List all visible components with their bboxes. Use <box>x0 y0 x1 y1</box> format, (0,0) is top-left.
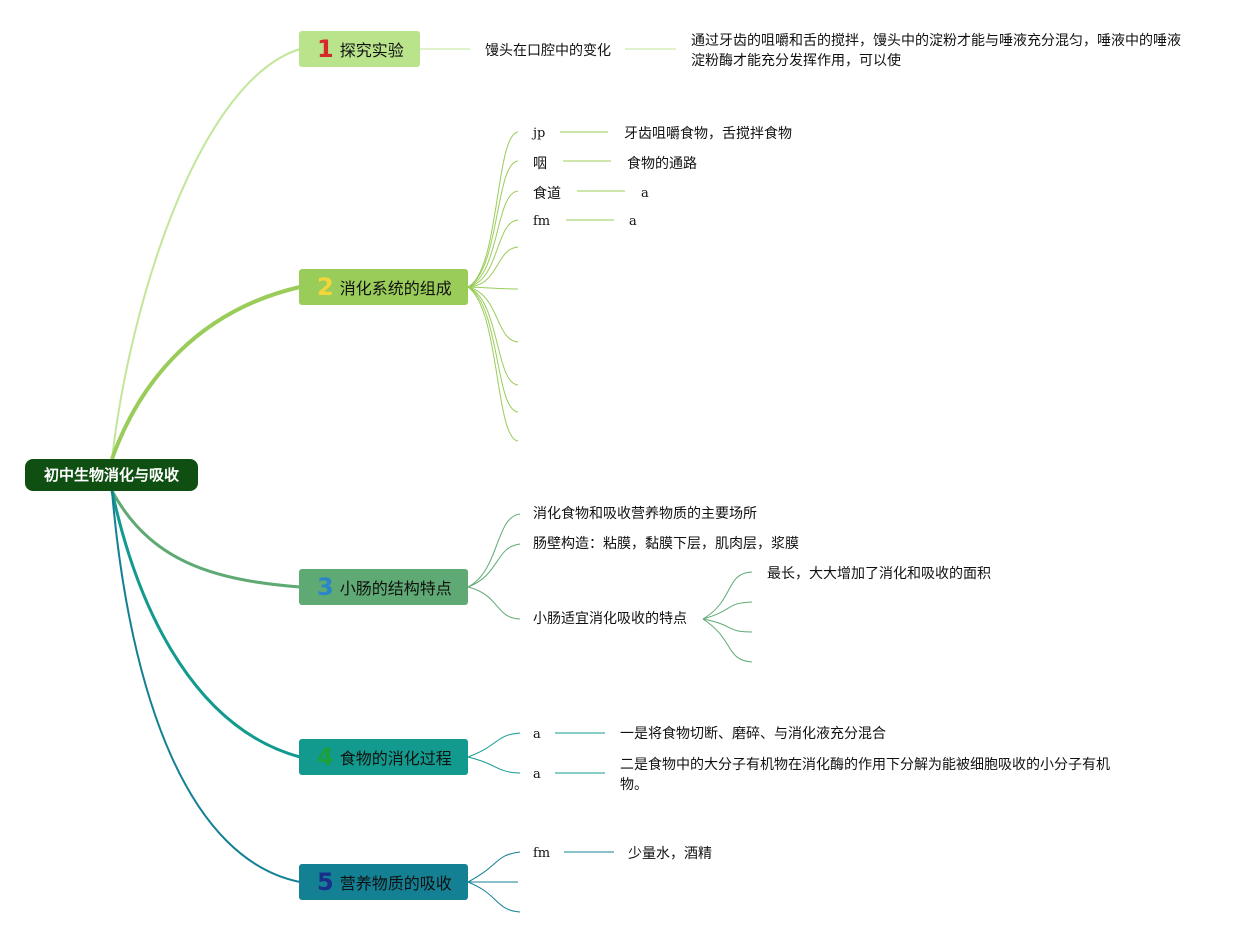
b3-item-3[interactable]: 小肠适宜消化吸收的特点 <box>533 611 687 627</box>
number-1-icon: 1 <box>317 35 334 63</box>
branch-3-node[interactable]: 3 小肠的结构特点 <box>299 569 468 605</box>
b5-item-1-value[interactable]: 少量水，酒精 <box>628 846 712 862</box>
root-topic[interactable]: 初中生物消化与吸收 <box>25 459 198 491</box>
branch-2-node[interactable]: 2 消化系统的组成 <box>299 269 468 305</box>
branch-1-node[interactable]: 1 探究实验 <box>299 31 420 67</box>
branch-4-node[interactable]: 4 食物的消化过程 <box>299 739 468 775</box>
b2-item-1-key[interactable]: jp <box>533 126 546 141</box>
b2-item-1-value[interactable]: 牙齿咀嚼食物，舌搅拌食物 <box>624 126 792 142</box>
b4-item-1-value[interactable]: 一是将食物切断、磨碎、与消化液充分混合 <box>620 726 886 742</box>
b3-sub-1[interactable]: 最长，大大增加了消化和吸收的面积 <box>767 566 991 582</box>
branch-4-label: 食物的消化过程 <box>339 749 452 768</box>
branch-5-label: 营养物质的吸收 <box>339 874 452 893</box>
b3-item-2[interactable]: 肠壁构造：粘膜，黏膜下层，肌肉层，浆膜 <box>533 536 799 552</box>
b1-topic[interactable]: 馒头在口腔中的变化 <box>485 43 611 59</box>
b2-item-3-key[interactable]: 食道 <box>533 186 561 202</box>
number-2-icon: 2 <box>317 273 334 301</box>
branch-3-label: 小肠的结构特点 <box>339 579 452 598</box>
b2-item-4-value[interactable]: a <box>629 214 637 229</box>
b3-item-1[interactable]: 消化食物和吸收营养物质的主要场所 <box>533 506 757 522</box>
b2-item-4-key[interactable]: fm <box>533 214 551 229</box>
b4-item-2-value[interactable]: 二是食物中的大分子有机物在消化酶的作用下分解为能被细胞吸收的小分子有机物。 <box>620 757 1110 793</box>
branch-2-label: 消化系统的组成 <box>339 279 452 298</box>
number-5-icon: 5 <box>317 868 334 896</box>
b1-detail[interactable]: 通过牙齿的咀嚼和舌的搅拌，馒头中的淀粉才能与唾液充分混匀，唾液中的唾液淀粉酶才能… <box>691 33 1181 69</box>
b4-item-1-key[interactable]: a <box>533 727 541 742</box>
b2-item-3-value[interactable]: a <box>641 186 649 201</box>
branch-5-node[interactable]: 5 营养物质的吸收 <box>299 864 468 900</box>
number-4-icon: 4 <box>317 743 334 771</box>
b2-item-2-key[interactable]: 咽 <box>533 156 547 172</box>
number-3-icon: 3 <box>317 573 334 601</box>
b5-item-1-key[interactable]: fm <box>533 846 551 861</box>
branch-1-label: 探究实验 <box>339 41 404 60</box>
b4-item-2-key[interactable]: a <box>533 767 541 782</box>
b2-item-2-value[interactable]: 食物的通路 <box>627 156 697 172</box>
